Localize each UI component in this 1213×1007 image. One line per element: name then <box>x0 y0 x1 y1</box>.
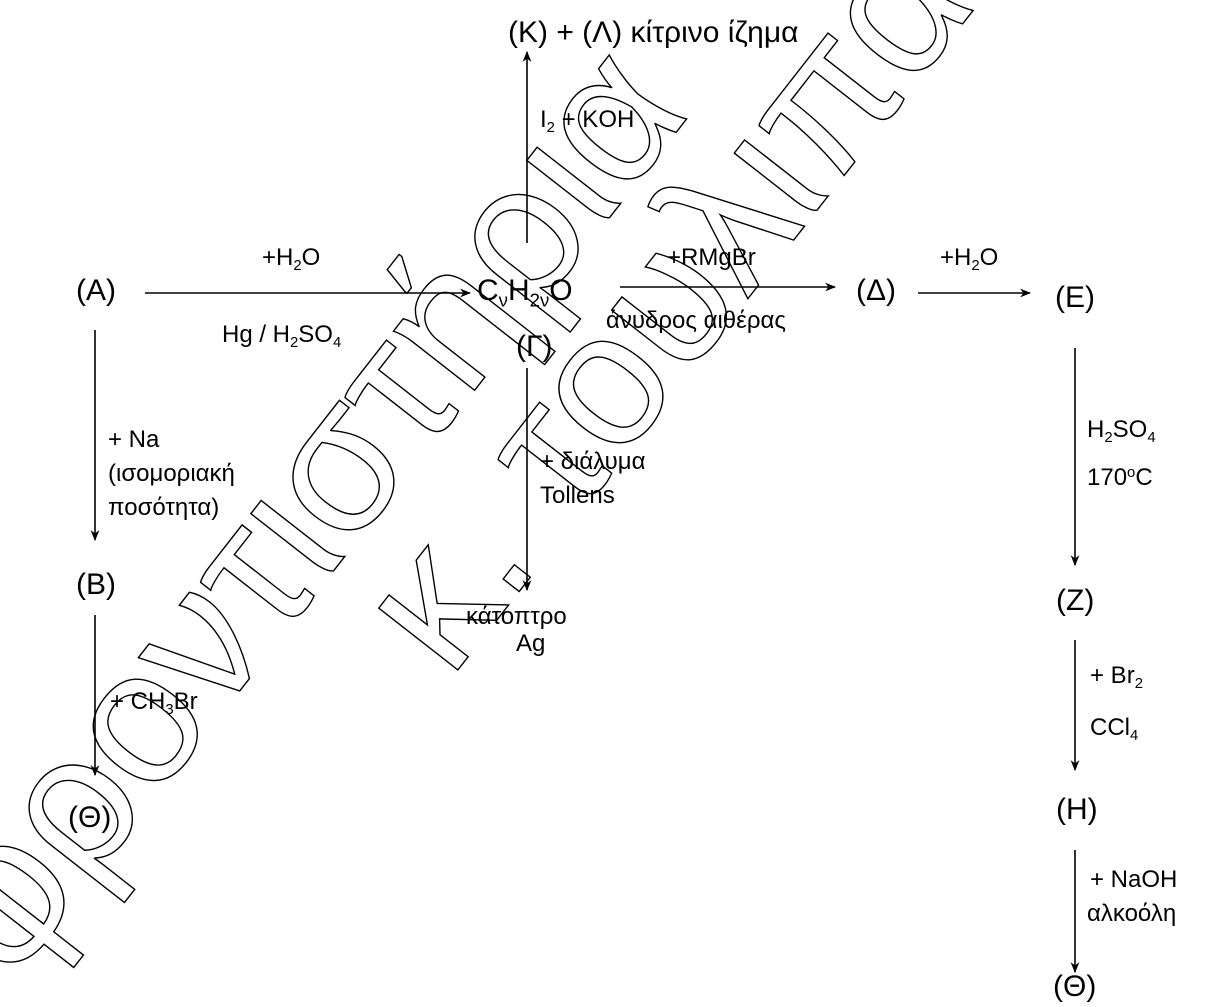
node-e: (Ε) <box>1055 281 1095 314</box>
formula-sub-v: ν <box>498 289 508 311</box>
reagent-z-h-1: + Br2 <box>1090 662 1143 693</box>
node-b: (Β) <box>76 568 116 601</box>
reagent-e-z-2: 170oC <box>1087 464 1153 491</box>
reagent-tollens-2: Tollens <box>540 482 615 509</box>
node-d: (Δ) <box>856 274 897 307</box>
node-z: (Ζ) <box>1056 584 1095 617</box>
formula-o: O <box>549 274 573 307</box>
mirror-label: κάτοπτρο <box>466 603 567 630</box>
reagent-a-b-2: (ισομοριακή <box>108 460 235 487</box>
reagent-b-th: + CH3Br <box>110 688 198 719</box>
reagent-g-d-top: +RMgBr <box>667 244 756 271</box>
reagent-d-e: +H2O <box>940 244 999 275</box>
node-h: (Η) <box>1056 793 1098 826</box>
reagent-a-b-1: + Na <box>108 426 160 453</box>
reagent-a-g-top: +H2O <box>262 244 321 275</box>
node-kl: (Κ) + (Λ) κίτρινο ίζημα <box>508 16 799 49</box>
formula-h: H <box>507 274 530 307</box>
ag-label: Ag <box>516 630 546 657</box>
reagent-a-g-bottom: Hg / H2SO4 <box>222 321 342 352</box>
node-theta-left: (Θ) <box>68 801 112 834</box>
reagent-tollens-1: + διάλυμα <box>540 448 646 475</box>
formula-sub-2v: 2ν <box>529 289 550 311</box>
node-g: (Γ) <box>516 330 553 363</box>
node-g-formula: CνH2νO <box>477 274 573 310</box>
reagent-h-th-1: + NaOH <box>1090 866 1178 893</box>
node-theta-right: (Θ) <box>1053 970 1097 1003</box>
reagent-h-th-2: αλκοόλη <box>1087 900 1177 927</box>
reagent-a-b-3: ποσότητα) <box>108 494 220 521</box>
node-a: (A) <box>76 274 116 307</box>
reagent-e-z-1: H2SO4 <box>1087 416 1156 447</box>
reagent-g-d-bottom: άνυδρος αιθέρας <box>606 307 786 334</box>
reagent-g-kl: I2 + KOH <box>540 106 635 137</box>
reagent-z-h-2: CCl4 <box>1090 714 1139 745</box>
formula-c: C <box>477 274 499 307</box>
